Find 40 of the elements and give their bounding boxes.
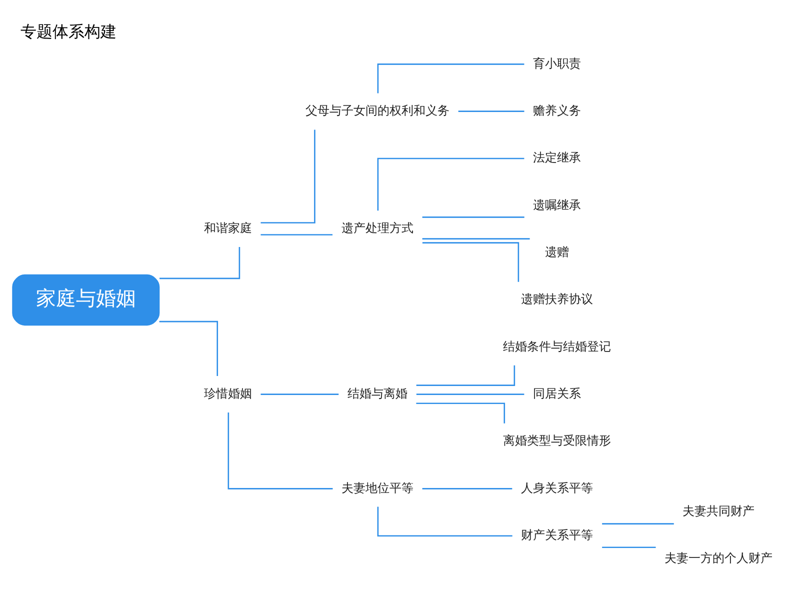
node-text: 夫妻地位平等 bbox=[341, 480, 414, 494]
connector bbox=[416, 393, 524, 394]
connector bbox=[422, 216, 524, 218]
node-text: 遗产处理方式 bbox=[341, 220, 414, 234]
node-text: 夫妻一方的个人财产 bbox=[664, 550, 773, 565]
node-text: 同居关系 bbox=[533, 386, 582, 400]
node-text: 结婚条件与结婚登记 bbox=[503, 338, 612, 353]
connector bbox=[422, 242, 520, 282]
node-text: 珍惜婚姻 bbox=[204, 386, 252, 400]
node-text: 遗赠扶养协议 bbox=[521, 292, 594, 306]
node-text: 离婚类型与受限情形 bbox=[503, 433, 612, 448]
node-text: 遗赠 bbox=[545, 244, 570, 258]
connector bbox=[416, 364, 516, 386]
diagram-title: 专题体系构建 bbox=[20, 21, 116, 40]
node-text: 赡养义务 bbox=[533, 102, 582, 117]
connector bbox=[416, 402, 506, 423]
connector bbox=[422, 488, 512, 489]
node-text: 父母与子女间的权利和义务 bbox=[305, 102, 450, 117]
connector bbox=[228, 412, 333, 489]
node-box: 家庭与婚姻 bbox=[12, 274, 160, 326]
connector bbox=[260, 129, 316, 223]
node-text: 财产关系平等 bbox=[521, 527, 594, 542]
connector bbox=[260, 234, 332, 235]
node-text: 结婚与离婚 bbox=[347, 386, 408, 400]
node-text: 育小职责 bbox=[533, 56, 582, 70]
node-text: 人身关系平等 bbox=[521, 480, 594, 494]
node-text: 和谐家庭 bbox=[204, 220, 252, 234]
connector bbox=[602, 546, 656, 548]
node-text: 夫妻共同财产 bbox=[682, 503, 755, 518]
connector bbox=[377, 63, 524, 93]
node-text: 遗嘱继承 bbox=[533, 197, 582, 212]
connector bbox=[602, 522, 674, 524]
connector bbox=[422, 238, 530, 239]
connector bbox=[159, 320, 218, 376]
connector bbox=[377, 157, 524, 210]
connector bbox=[377, 506, 512, 536]
node-text: 法定继承 bbox=[533, 150, 582, 164]
connector bbox=[160, 246, 240, 279]
connector bbox=[458, 110, 524, 112]
connector bbox=[260, 393, 339, 394]
